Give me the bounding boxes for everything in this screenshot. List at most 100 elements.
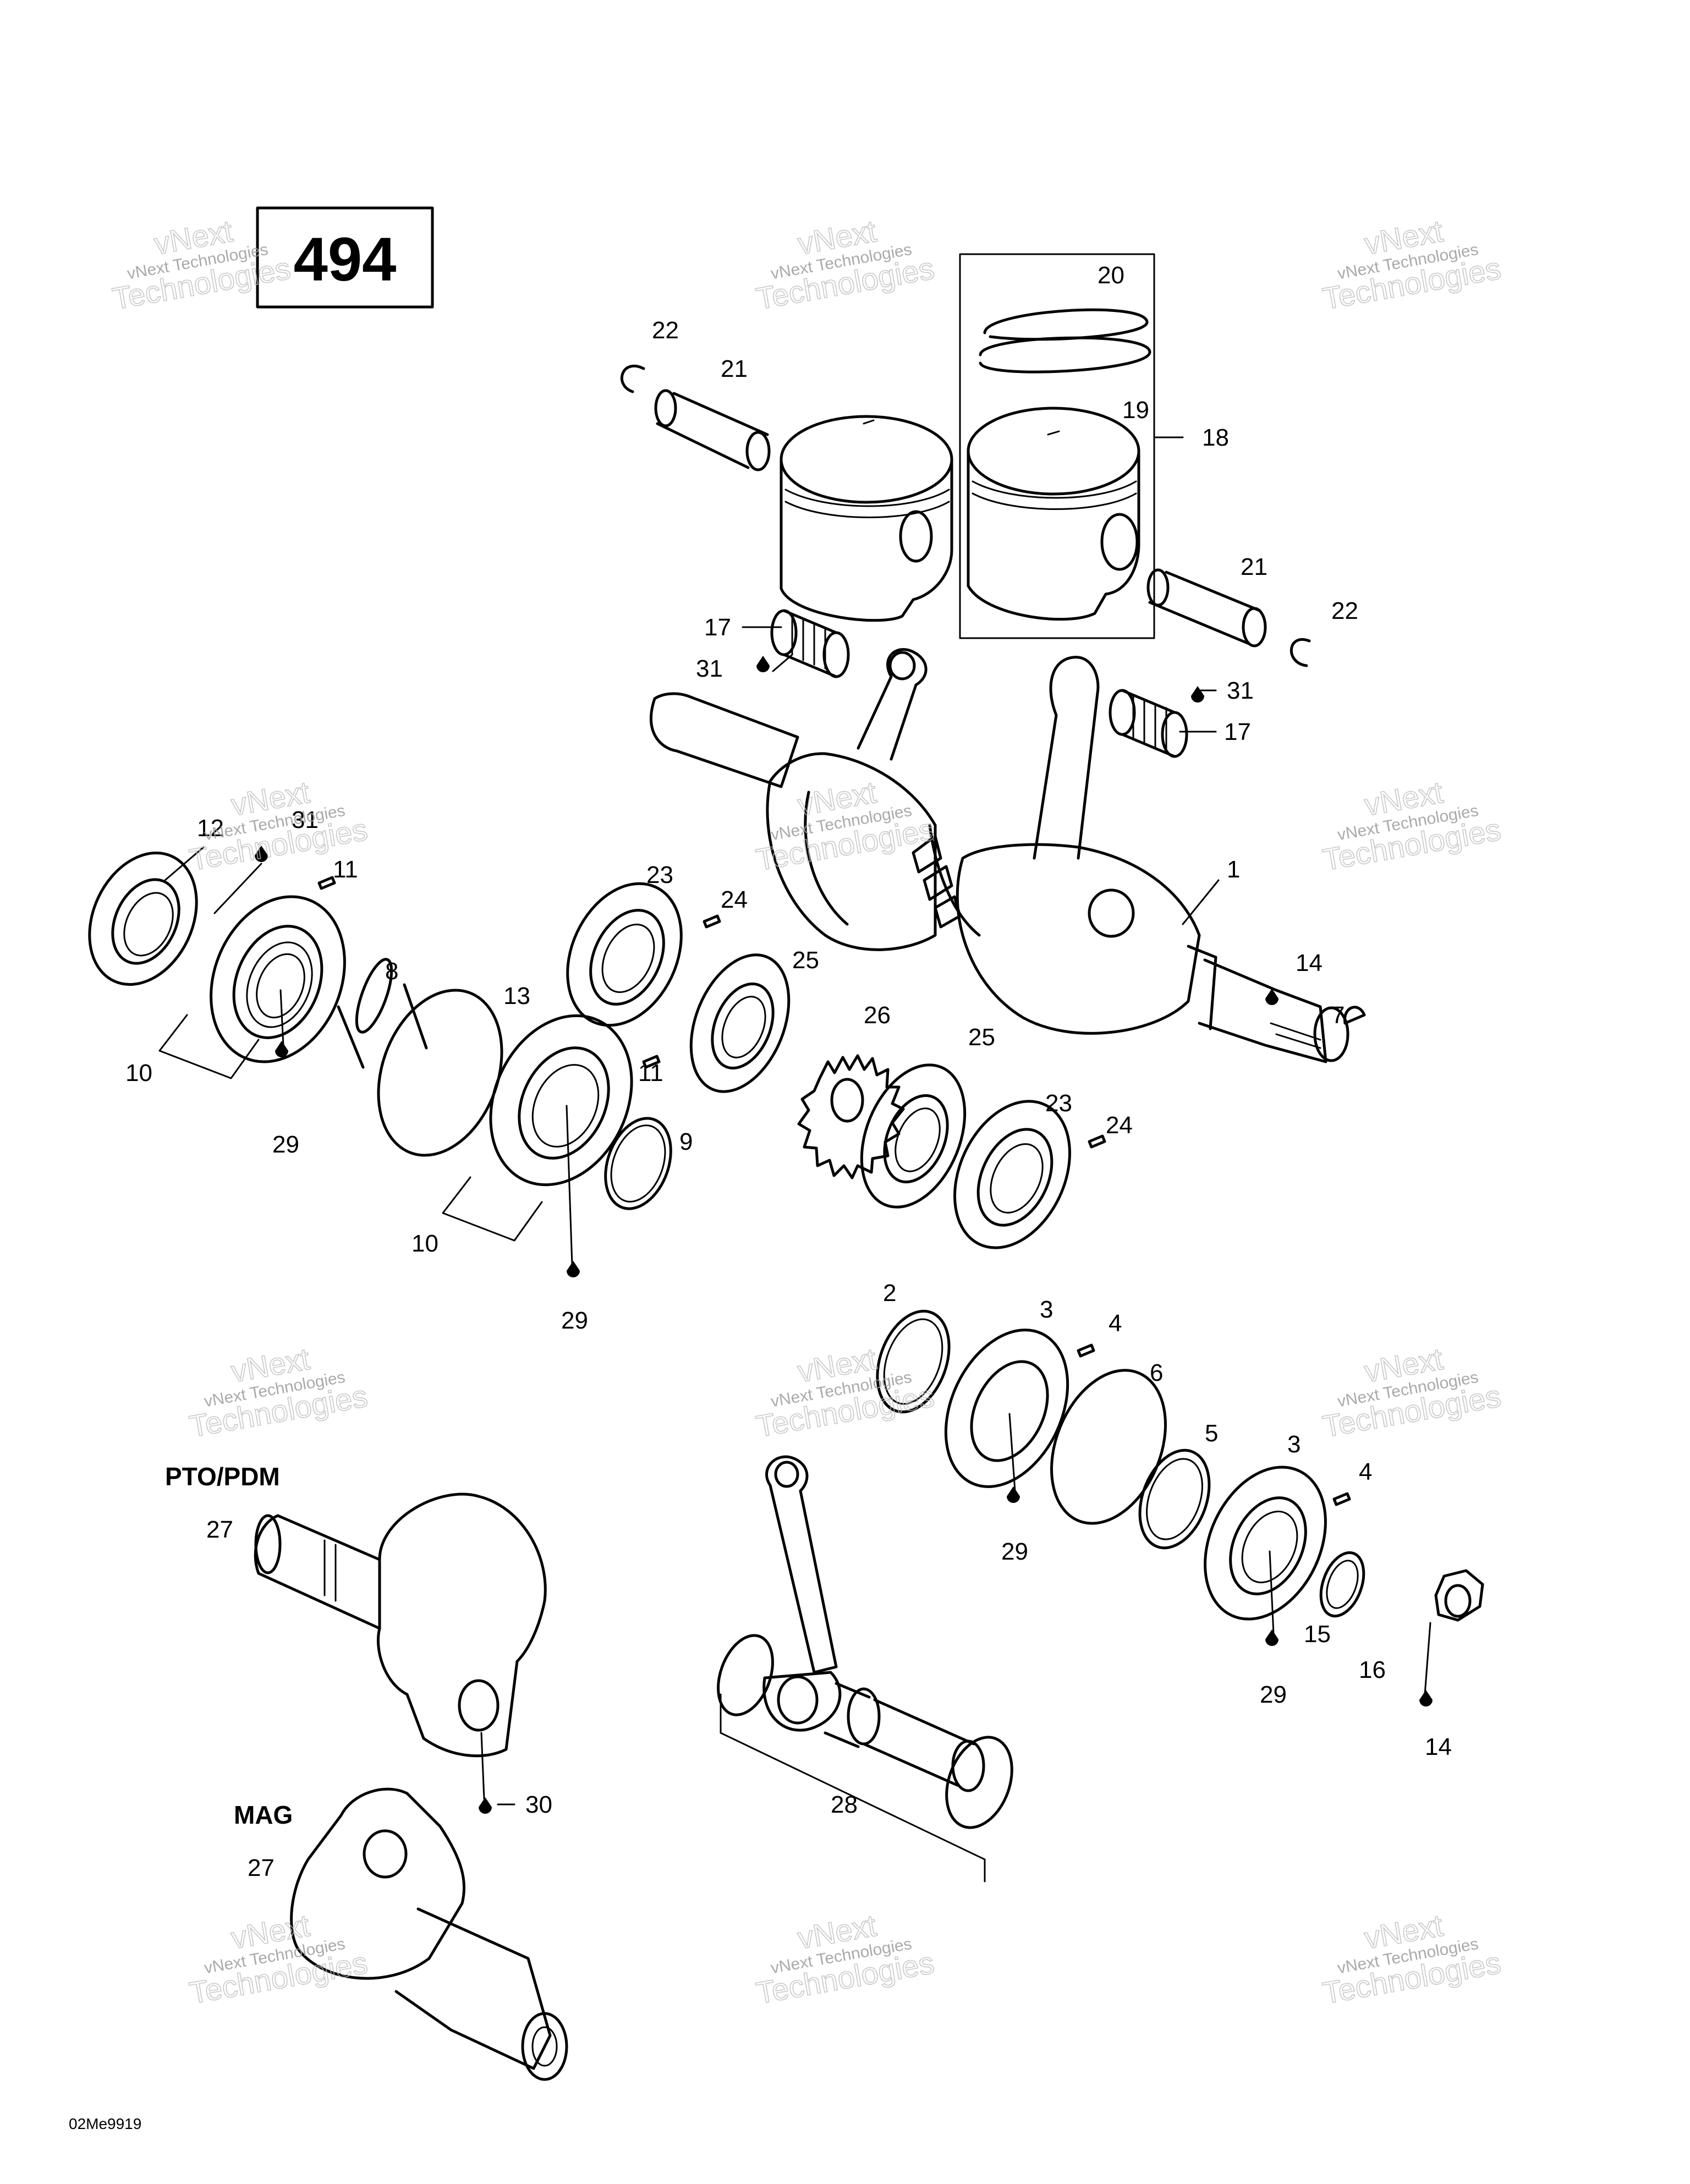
callout-labels: 1 2 3 3 4 4 5 6 7 8 9 10 10 11 11 12 13 … xyxy=(125,262,1452,1881)
watermark: vNext vNext Technologies Technologies xyxy=(753,1907,937,2011)
ball-bearing-3-upper xyxy=(944,1329,1069,1488)
callout-3-upper: 3 xyxy=(1040,1296,1053,1323)
callout-11-lower: 11 xyxy=(638,1060,663,1086)
connecting-rod-kit xyxy=(717,1455,1013,1883)
woodruff-key xyxy=(1343,1006,1366,1025)
callout-28: 28 xyxy=(831,1791,858,1818)
callout-8: 8 xyxy=(385,958,398,985)
callout-17-lower: 17 xyxy=(1224,718,1251,745)
piston-rings xyxy=(979,308,1151,374)
callout-30: 30 xyxy=(525,1791,552,1818)
circlip-right xyxy=(1290,638,1311,667)
piston-right xyxy=(967,407,1140,621)
distance-ring-8 xyxy=(337,958,428,1069)
callout-24-upper: 24 xyxy=(721,886,748,913)
callout-20: 20 xyxy=(1098,262,1124,289)
callout-14-lower: 14 xyxy=(1425,1733,1452,1760)
gear-26 xyxy=(797,1054,905,1179)
drawing-code: 02Me9919 xyxy=(69,2115,141,2132)
heading-mag: MAG xyxy=(234,1801,293,1829)
callout-11-upper: 11 xyxy=(333,856,358,883)
callout-26: 26 xyxy=(864,1002,891,1029)
watermark: vNext vNext Technologies Technologies xyxy=(753,213,937,316)
watermark: vNext vNext Technologies Technologies xyxy=(186,1341,370,1444)
callout-16: 16 xyxy=(1359,1656,1386,1683)
callout-31-left: 31 xyxy=(696,655,723,682)
shim-2 xyxy=(876,1309,951,1414)
shim-15 xyxy=(1319,1551,1365,1618)
watermarks: vNext vNext Technologies Technologies vN… xyxy=(109,213,1504,2011)
crankshaft-pto xyxy=(254,1492,547,1758)
watermark: vNext vNext Technologies Technologies xyxy=(1320,774,1504,877)
callout-7: 7 xyxy=(1331,1002,1345,1029)
bearing-23-lower xyxy=(953,1100,1071,1249)
callout-12: 12 xyxy=(197,815,224,842)
lubrication-markers xyxy=(255,656,1433,1814)
callout-29-a: 29 xyxy=(272,1131,299,1158)
callout-23-upper: 23 xyxy=(646,861,673,888)
callout-1: 1 xyxy=(1227,856,1240,883)
diagram-number-box: 494 xyxy=(256,206,434,309)
callout-15: 15 xyxy=(1304,1621,1331,1648)
oil-seal-12 xyxy=(88,851,198,986)
bearing-23-upper xyxy=(566,882,683,1027)
watermark: vNext vNext Technologies Technologies xyxy=(753,1341,937,1444)
watermark: vNext vNext Technologies Technologies xyxy=(1320,213,1504,316)
callout-29-b: 29 xyxy=(561,1307,588,1334)
callout-31-seal: 31 xyxy=(292,806,319,833)
shim-9 xyxy=(604,1117,672,1210)
callout-31-right: 31 xyxy=(1227,677,1254,704)
piston-pin-left xyxy=(654,389,771,471)
crankshaft-mag xyxy=(290,1787,568,2081)
o-ring-13 xyxy=(377,989,503,1157)
callout-4-upper: 4 xyxy=(1109,1310,1122,1337)
needle-bearing-right xyxy=(1109,689,1188,758)
callout-10-lower: 10 xyxy=(411,1230,438,1257)
circlip-left xyxy=(620,364,645,393)
piston-pin-right xyxy=(1146,568,1267,647)
callout-19: 19 xyxy=(1122,397,1149,424)
watermark: vNext vNext Technologies Technologies xyxy=(753,774,937,877)
callout-21-lower: 21 xyxy=(1241,553,1268,580)
callout-29-c: 29 xyxy=(1001,1538,1028,1565)
watermark: vNext vNext Technologies Technologies xyxy=(1320,1907,1504,2011)
callout-5: 5 xyxy=(1205,1420,1218,1447)
bearing-25-lower xyxy=(860,1063,967,1209)
ball-bearing-3-lower xyxy=(1204,1466,1327,1621)
callout-10-upper: 10 xyxy=(125,1060,152,1086)
callout-27-mag: 27 xyxy=(248,1854,275,1881)
callout-9: 9 xyxy=(679,1128,693,1155)
heading-pto: PTO/PDM xyxy=(165,1462,280,1491)
watermark: vNext vNext Technologies Technologies xyxy=(1320,1341,1504,1444)
diagram-number: 494 xyxy=(294,225,397,294)
callout-17-upper: 17 xyxy=(704,614,731,641)
nut-16 xyxy=(1434,1569,1484,1622)
leader-lines xyxy=(164,626,1431,1806)
watermark: vNext vNext Technologies Technologies xyxy=(109,213,293,316)
callout-22-upper: 22 xyxy=(652,317,679,344)
watermark: vNext vNext Technologies Technologies xyxy=(186,1907,370,2011)
callout-24-lower: 24 xyxy=(1106,1112,1133,1139)
crankshaft-assembly xyxy=(650,648,1349,1063)
callout-27-pto: 27 xyxy=(206,1516,233,1543)
callout-2: 2 xyxy=(883,1280,896,1307)
callout-29-d: 29 xyxy=(1260,1681,1287,1708)
bearing-25-upper xyxy=(689,953,791,1093)
callout-18: 18 xyxy=(1202,424,1229,451)
callout-21-upper: 21 xyxy=(721,355,748,382)
callout-6: 6 xyxy=(1150,1359,1163,1386)
callout-25-upper: 25 xyxy=(792,947,819,974)
callout-4-lower: 4 xyxy=(1359,1458,1372,1485)
bracket-10 xyxy=(158,1014,543,1242)
callout-22-lower: 22 xyxy=(1331,597,1358,624)
piston-set-bracket xyxy=(959,253,1184,639)
callout-25-lower: 25 xyxy=(968,1024,995,1051)
o-ring-6 xyxy=(1050,1369,1167,1525)
piston-left xyxy=(780,415,953,622)
needle-bearing-left xyxy=(770,609,850,678)
ball-bearing-10-lower xyxy=(489,1014,633,1187)
dowel-pins xyxy=(317,876,1351,1506)
callout-14-upper: 14 xyxy=(1296,950,1323,976)
